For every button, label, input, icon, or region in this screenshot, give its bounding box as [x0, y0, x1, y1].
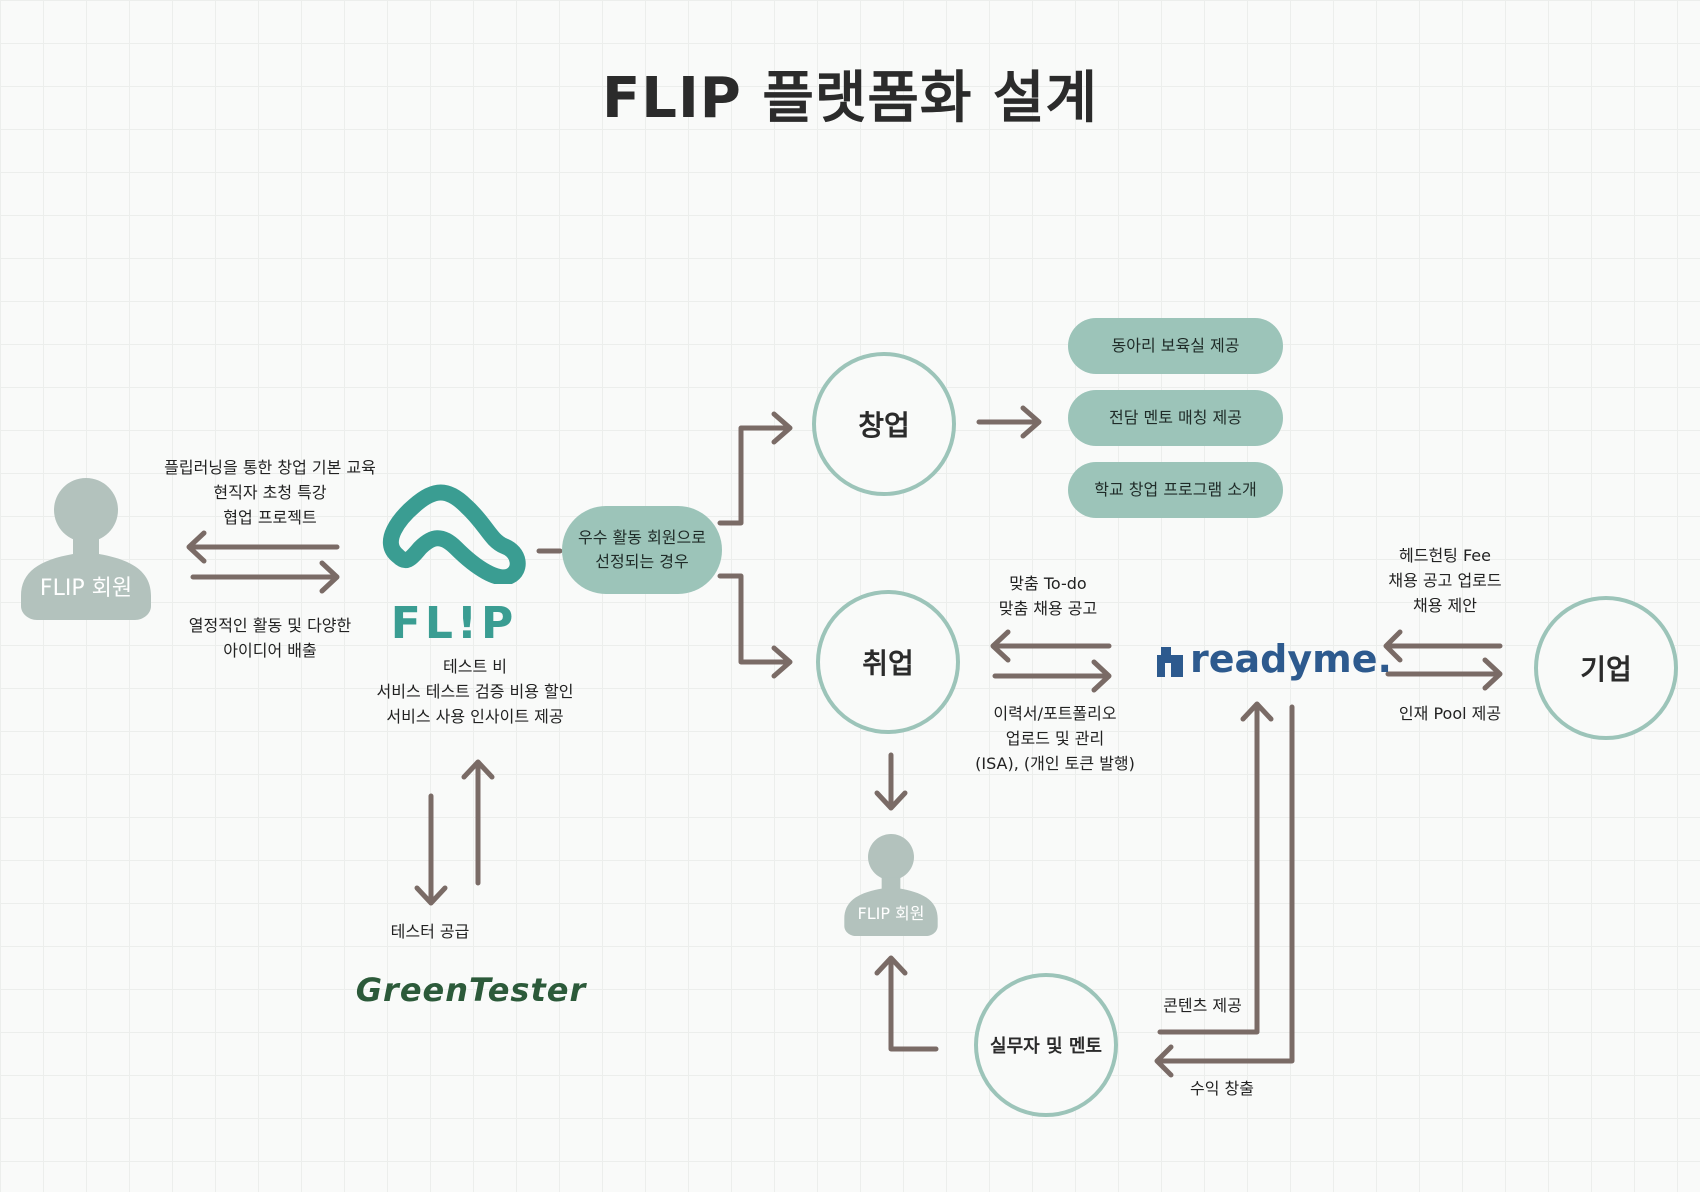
flip-member-center: FLIP 회원 — [844, 834, 938, 936]
job-readyme-arrows — [990, 629, 1112, 693]
flip-member-label: FLIP 회원 — [39, 576, 133, 601]
flip-logo-icon — [383, 484, 526, 584]
label-tester-supply: 테스터 공급 — [390, 922, 470, 941]
label-job-to-readyme: 이력서/포트폴리오 업로드 및 관리 (ISA), (개인 토큰 발행) — [975, 704, 1135, 773]
selected-member-line1: 우수 활동 회원으로 — [578, 528, 706, 547]
selected-branch-arrows — [717, 411, 793, 679]
selected-member-line2: 선정되는 경우 — [595, 552, 689, 571]
label-revenue: 수익 창출 — [1190, 1079, 1254, 1098]
label-tester-benefit: 테스트 비 서비스 테스트 검증 비용 할인 서비스 사용 인사이트 제공 — [376, 657, 574, 726]
revenue-arrow — [1154, 704, 1295, 1078]
person-icon — [844, 834, 938, 936]
selected-member-node: 우수 활동 회원으로 선정되는 경우 — [562, 506, 722, 594]
mentor-to-member-arrow — [874, 955, 939, 1052]
person-icon — [21, 478, 151, 620]
label-readyme-to-job: 맞춤 To-do 맞춤 채용 공고 — [998, 574, 1098, 618]
benefit-mentor-matching: 전담 멘토 매칭 제공 — [1068, 390, 1283, 446]
greentester-flip-arrows — [414, 759, 495, 906]
label-content: 콘텐츠 제공 — [1163, 996, 1242, 1015]
startup-to-benefits-arrow — [976, 405, 1042, 439]
flip-logo-text: FL!P — [390, 598, 518, 649]
flip-member-label: FLIP 회원 — [857, 904, 925, 923]
content-arrow — [1157, 701, 1274, 1035]
readyme-logo-text: readyme. — [1190, 637, 1392, 681]
greentester-logo-text: GreenTester — [355, 971, 587, 1009]
company-readyme-arrows — [1383, 629, 1503, 691]
page-title: FLIP 플랫폼화 설계 — [602, 66, 1098, 131]
startup-node: 창업 — [812, 352, 956, 496]
company-node: 기업 — [1534, 596, 1678, 740]
job-to-center-member-arrow — [874, 752, 908, 811]
flip-member-left: FLIP 회원 — [21, 478, 151, 620]
mentor-node: 실무자 및 멘토 — [974, 973, 1118, 1117]
member-flip-arrows — [186, 530, 340, 594]
readyme-logo-icon — [1157, 647, 1183, 677]
label-company-to-readyme: 헤드헌팅 Fee 채용 공고 업로드 채용 제안 — [1388, 546, 1502, 615]
label-flip-to-member: 플립러닝을 통한 창업 기본 교육 현직자 초청 특강 협업 프로젝트 — [164, 458, 376, 527]
benefit-club-room: 동아리 보육실 제공 — [1068, 318, 1283, 374]
label-member-to-flip: 열정적인 활동 및 다양한 아이디어 배출 — [188, 616, 352, 660]
label-readyme-to-company: 인재 Pool 제공 — [1398, 704, 1502, 723]
employment-node: 취업 — [816, 590, 960, 734]
benefit-startup-program: 학교 창업 프로그램 소개 — [1068, 462, 1283, 518]
